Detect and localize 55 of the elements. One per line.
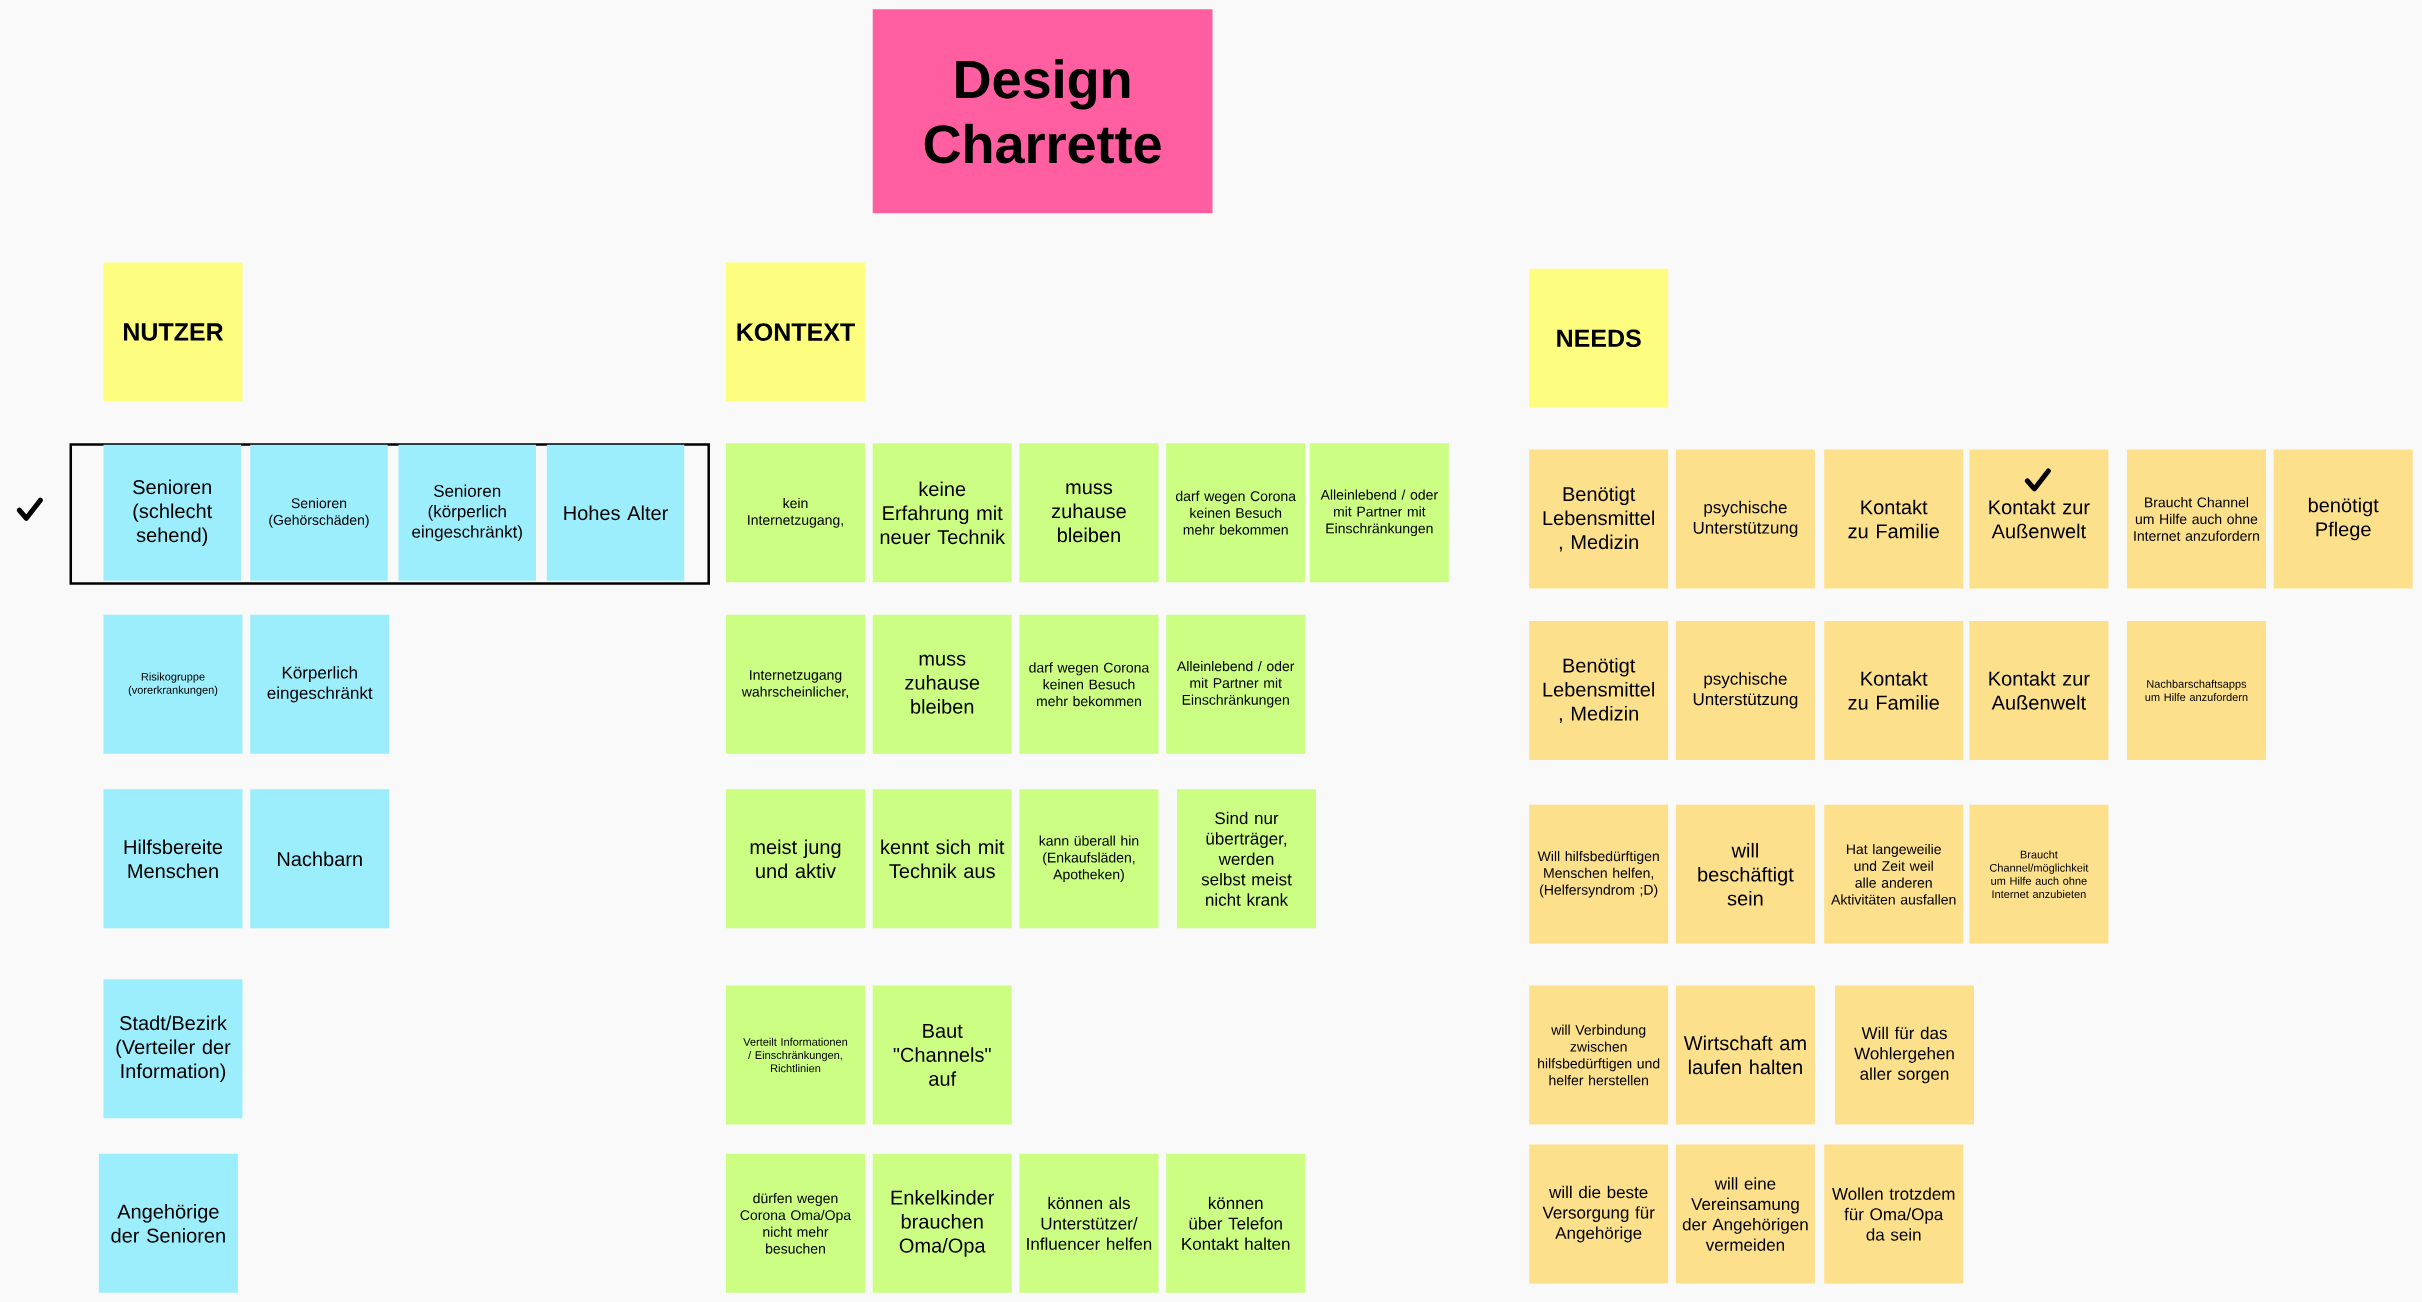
sticky-note: Baut "Channels" auf xyxy=(872,985,1012,1125)
sticky-note: benötigt Pflege xyxy=(2273,449,2413,589)
sticky-note: Enkelkinder brauchen Oma/Opa xyxy=(872,1153,1012,1293)
sticky-note: muss zuhause bleiben xyxy=(1019,443,1159,583)
sticky-note: Stadt/Bezirk (Verteiler der Information) xyxy=(103,979,243,1119)
sticky-note: psychische Unterstützung xyxy=(1675,449,1815,589)
sticky-note: Senioren (schlecht sehend) xyxy=(103,444,241,581)
sticky-note: Braucht Channel/möglichkeit um Hilfe auch ohne Internet anzubieten xyxy=(1969,804,2109,944)
sticky-note: Alleinlebend / oder mit Partner mit Einschränkungen xyxy=(1309,443,1449,583)
sticky-note: Hat langeweilie und Zeit weil alle anderen Aktivitäten ausfallen xyxy=(1824,804,1964,944)
sticky-note: kann überall hin (Enkaufsläden, Apotheken) xyxy=(1019,789,1159,929)
sticky-note: keine Erfahrung mit neuer Technik xyxy=(872,443,1012,583)
sticky-note: Nachbarn xyxy=(250,789,390,929)
sticky-note: darf wegen Corona keinen Besuch mehr bekommen xyxy=(1019,614,1159,754)
sticky-note: muss zuhause bleiben xyxy=(872,614,1012,754)
sticky-note: Braucht Channel um Hilfe auch ohne Internet anzufordern xyxy=(2126,449,2266,589)
heading-note: KONTEXT xyxy=(726,262,865,402)
sticky-note: Wollen trotzdem für Oma/Opa da sein xyxy=(1824,1144,1964,1284)
sticky-note: will beschäftigt sein xyxy=(1675,804,1815,944)
sticky-note: Will hilfsbedürftigen Menschen helfen, (Helfersyndrom ;D) xyxy=(1529,804,1669,944)
sticky-note: darf wegen Corona keinen Besuch mehr bekommen xyxy=(1166,443,1306,583)
group-frame xyxy=(69,443,710,585)
sticky-note: Kontakt zu Familie xyxy=(1824,620,1964,760)
sticky-note: Nachbarschaftsapps um Hilfe anzufordern xyxy=(2126,620,2266,760)
sticky-note: will Verbindung zwischen hilfsbedürftigen und helfer herstellen xyxy=(1529,985,1669,1125)
sticky-note: Will für das Wohlergehen aller sorgen xyxy=(1835,985,1974,1125)
sticky-note: Sind nur überträger, werden selbst meist nicht krank xyxy=(1177,789,1316,929)
sticky-note: können über Telefon Kontakt halten xyxy=(1166,1153,1306,1293)
sticky-note: Angehörige der Senioren xyxy=(98,1153,238,1293)
sticky-note: kein Internetzugang, xyxy=(726,443,865,583)
sticky-note: meist jung und aktiv xyxy=(726,789,865,929)
sticky-note: Internetzugang wahrscheinlicher, xyxy=(726,614,865,754)
sticky-note: Senioren (Gehörschäden) xyxy=(250,444,388,581)
sticky-note: Wirtschaft am laufen halten xyxy=(1675,985,1815,1125)
sticky-note: Verteilt Informationen / Einschränkungen, Richtlinien xyxy=(726,985,865,1125)
sticky-note: Alleinlebend / oder mit Partner mit Einschränkungen xyxy=(1166,614,1306,754)
sticky-note: Risikogruppe (vorerkrankungen) xyxy=(103,614,243,754)
sticky-note: kennt sich mit Technik aus xyxy=(872,789,1012,929)
sticky-note: will eine Vereinsamung der Angehörigen vermeiden xyxy=(1675,1144,1815,1284)
sticky-note: will die beste Versorgung für Angehörige xyxy=(1529,1144,1669,1284)
sticky-note: Körperlich eingeschränkt xyxy=(250,614,390,754)
sticky-note: Kontakt zu Familie xyxy=(1824,449,1964,589)
sticky-note: dürfen wegen Corona Oma/Opa nicht mehr besuchen xyxy=(726,1153,865,1293)
sticky-note: Hohes Alter xyxy=(546,444,685,581)
sticky-note: können als Unterstützer/ Influencer helfen xyxy=(1019,1153,1159,1293)
heading-note: NUTZER xyxy=(103,262,243,402)
sticky-note: Benötigt Lebensmittel , Medizin xyxy=(1529,449,1669,589)
title-box: Design Charrette xyxy=(872,9,1213,214)
sticky-note: Benötigt Lebensmittel , Medizin xyxy=(1529,620,1669,760)
sticky-note: psychische Unterstützung xyxy=(1675,620,1815,760)
sticky-note: Hilfsbereite Menschen xyxy=(103,789,243,929)
sticky-note: Kontakt zur Außenwelt xyxy=(1969,449,2109,589)
heading-note: NEEDS xyxy=(1529,268,1669,408)
sticky-note: Senioren (körperlich eingeschränkt) xyxy=(398,444,536,581)
sticky-note: Kontakt zur Außenwelt xyxy=(1969,620,2109,760)
